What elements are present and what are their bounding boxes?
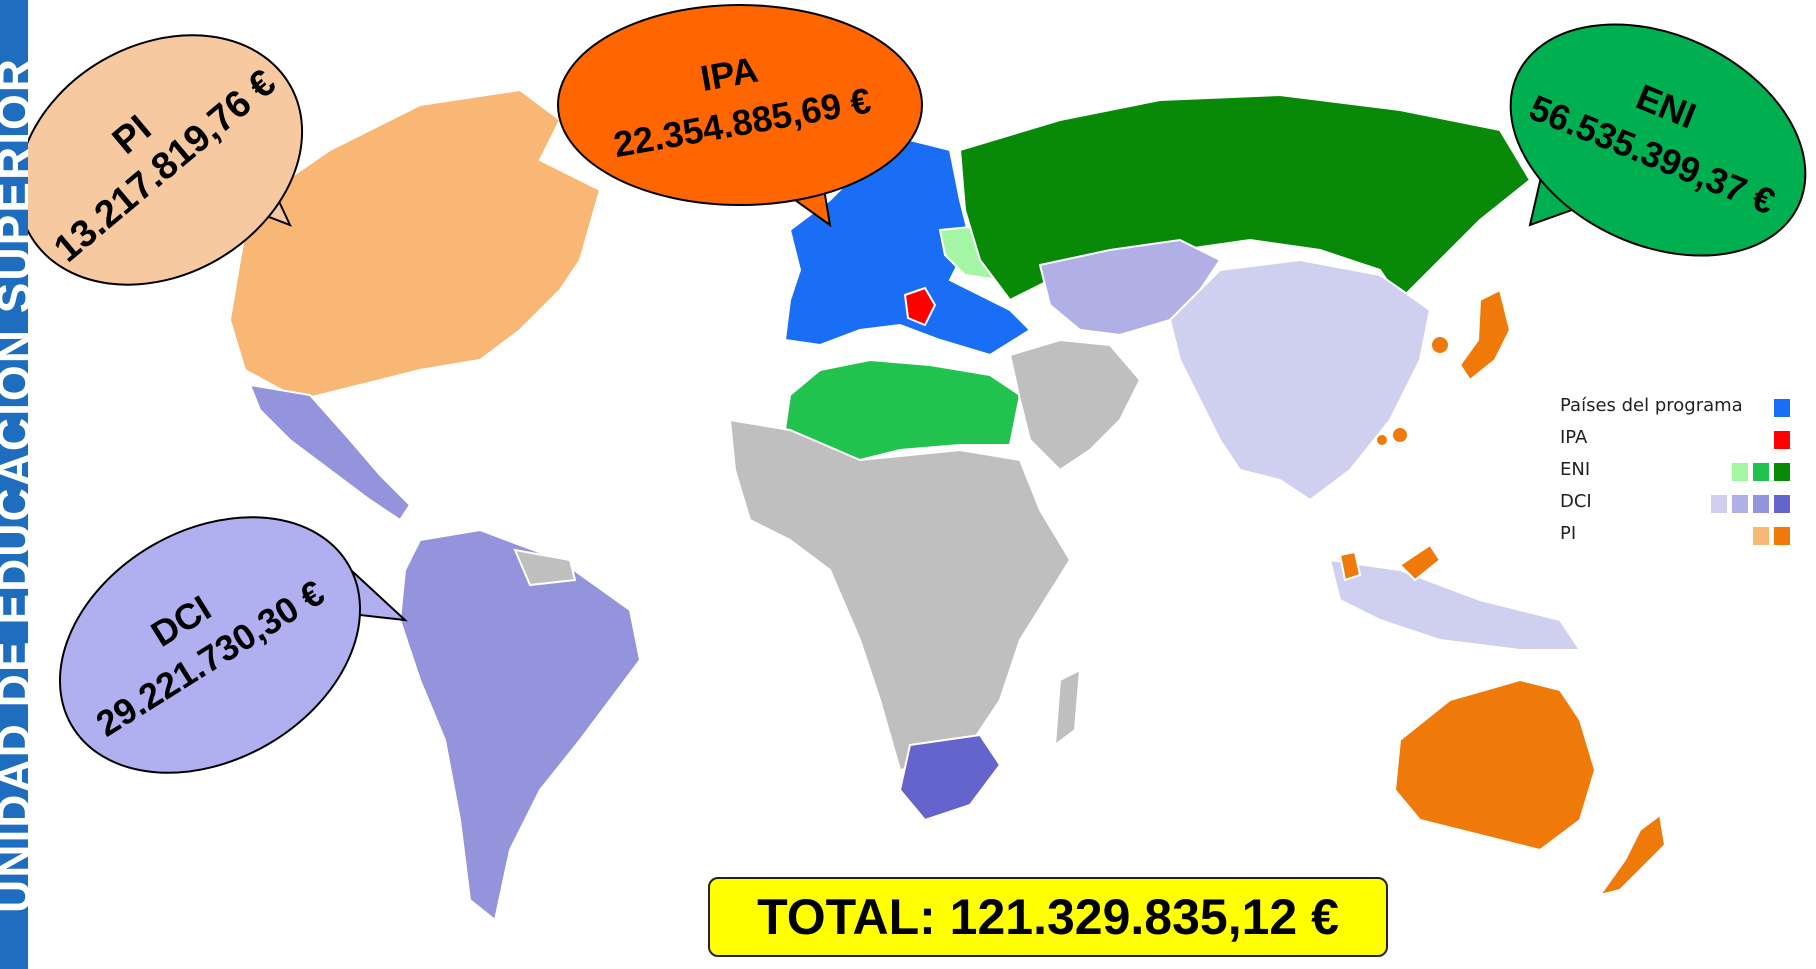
bubble-ipa: IPA 22.354.885,69 €: [557, 4, 923, 228]
bubble-eni: ENI 56.535.399,37 €: [1509, 23, 1807, 257]
bubble-eni-shape: [1509, 23, 1807, 257]
legend-row-programa: Países del programa: [1560, 393, 1790, 425]
legend-swatches: [1711, 495, 1790, 513]
legend-swatch: [1711, 495, 1727, 513]
side-banner: UNIDAD DE EDUCACIÓN SUPERIOR: [0, 0, 28, 969]
legend-swatches: [1774, 399, 1790, 417]
bubble-pi: PI 13.217.819,76 €: [28, 34, 304, 286]
region-japan: [1458, 288, 1512, 382]
bubble-dci-shape: [58, 516, 362, 774]
legend-label: PI: [1560, 523, 1577, 544]
side-banner-text: UNIDAD DE EDUCACIÓN SUPERIOR: [0, 56, 28, 913]
region-south-america: [398, 528, 642, 922]
bubble-ipa-name: IPA: [697, 49, 761, 99]
legend-row-eni: ENI: [1560, 457, 1790, 489]
legend-swatch: [1753, 495, 1769, 513]
legend-swatch: [1753, 527, 1769, 545]
legend-swatch: [1732, 495, 1748, 513]
region-korea: [1430, 335, 1450, 355]
region-guianas: [513, 548, 577, 587]
region-malaysia: [1338, 550, 1362, 582]
region-australia: [1393, 678, 1597, 852]
legend-label: IPA: [1560, 427, 1588, 448]
legend-swatch: [1732, 463, 1748, 481]
region-new-zealand: [1597, 813, 1667, 897]
legend-swatch: [1774, 463, 1790, 481]
region-southeast-asia: [1328, 558, 1582, 651]
legend-swatches: [1732, 463, 1790, 481]
legend-swatches: [1774, 431, 1790, 449]
bubble-pi-shape: [28, 34, 304, 286]
legend-swatch: [1774, 431, 1790, 449]
bubble-ipa-shape: [557, 4, 923, 206]
region-south-africa: [898, 733, 1002, 822]
region-balkans: [903, 286, 937, 327]
region-taiwan: [1391, 426, 1409, 444]
region-borneo-malaysia: [1398, 543, 1442, 582]
legend-swatch: [1753, 463, 1769, 481]
region-madagascar: [1053, 668, 1082, 748]
legend-row-dci: DCI: [1560, 489, 1790, 521]
legend-row-pi: PI: [1560, 521, 1790, 553]
region-asia: [1168, 258, 1432, 502]
legend-label: Países del programa: [1560, 395, 1743, 416]
region-mexico-central-america: [248, 383, 412, 522]
legend-swatches: [1753, 527, 1790, 545]
legend: Países del programa IPA ENI DCI PI: [1560, 393, 1790, 553]
legend-swatch: [1774, 495, 1790, 513]
bubble-dci: DCI 29.221.730,30 €: [58, 516, 408, 774]
region-north-america: [228, 88, 602, 402]
region-sub-saharan-africa: [728, 418, 1072, 772]
legend-row-ipa: IPA: [1560, 425, 1790, 457]
world-map: PI 13.217.819,76 € IPA 22.354.885,69 € E…: [28, 4, 1807, 922]
legend-label: ENI: [1560, 459, 1591, 480]
region-hong-kong: [1375, 433, 1389, 447]
legend-label: DCI: [1560, 491, 1592, 512]
legend-swatch: [1774, 527, 1790, 545]
region-middle-east: [1008, 338, 1142, 472]
legend-swatch: [1774, 399, 1790, 417]
total-box: TOTAL: 121.329.835,12 €: [708, 877, 1388, 957]
